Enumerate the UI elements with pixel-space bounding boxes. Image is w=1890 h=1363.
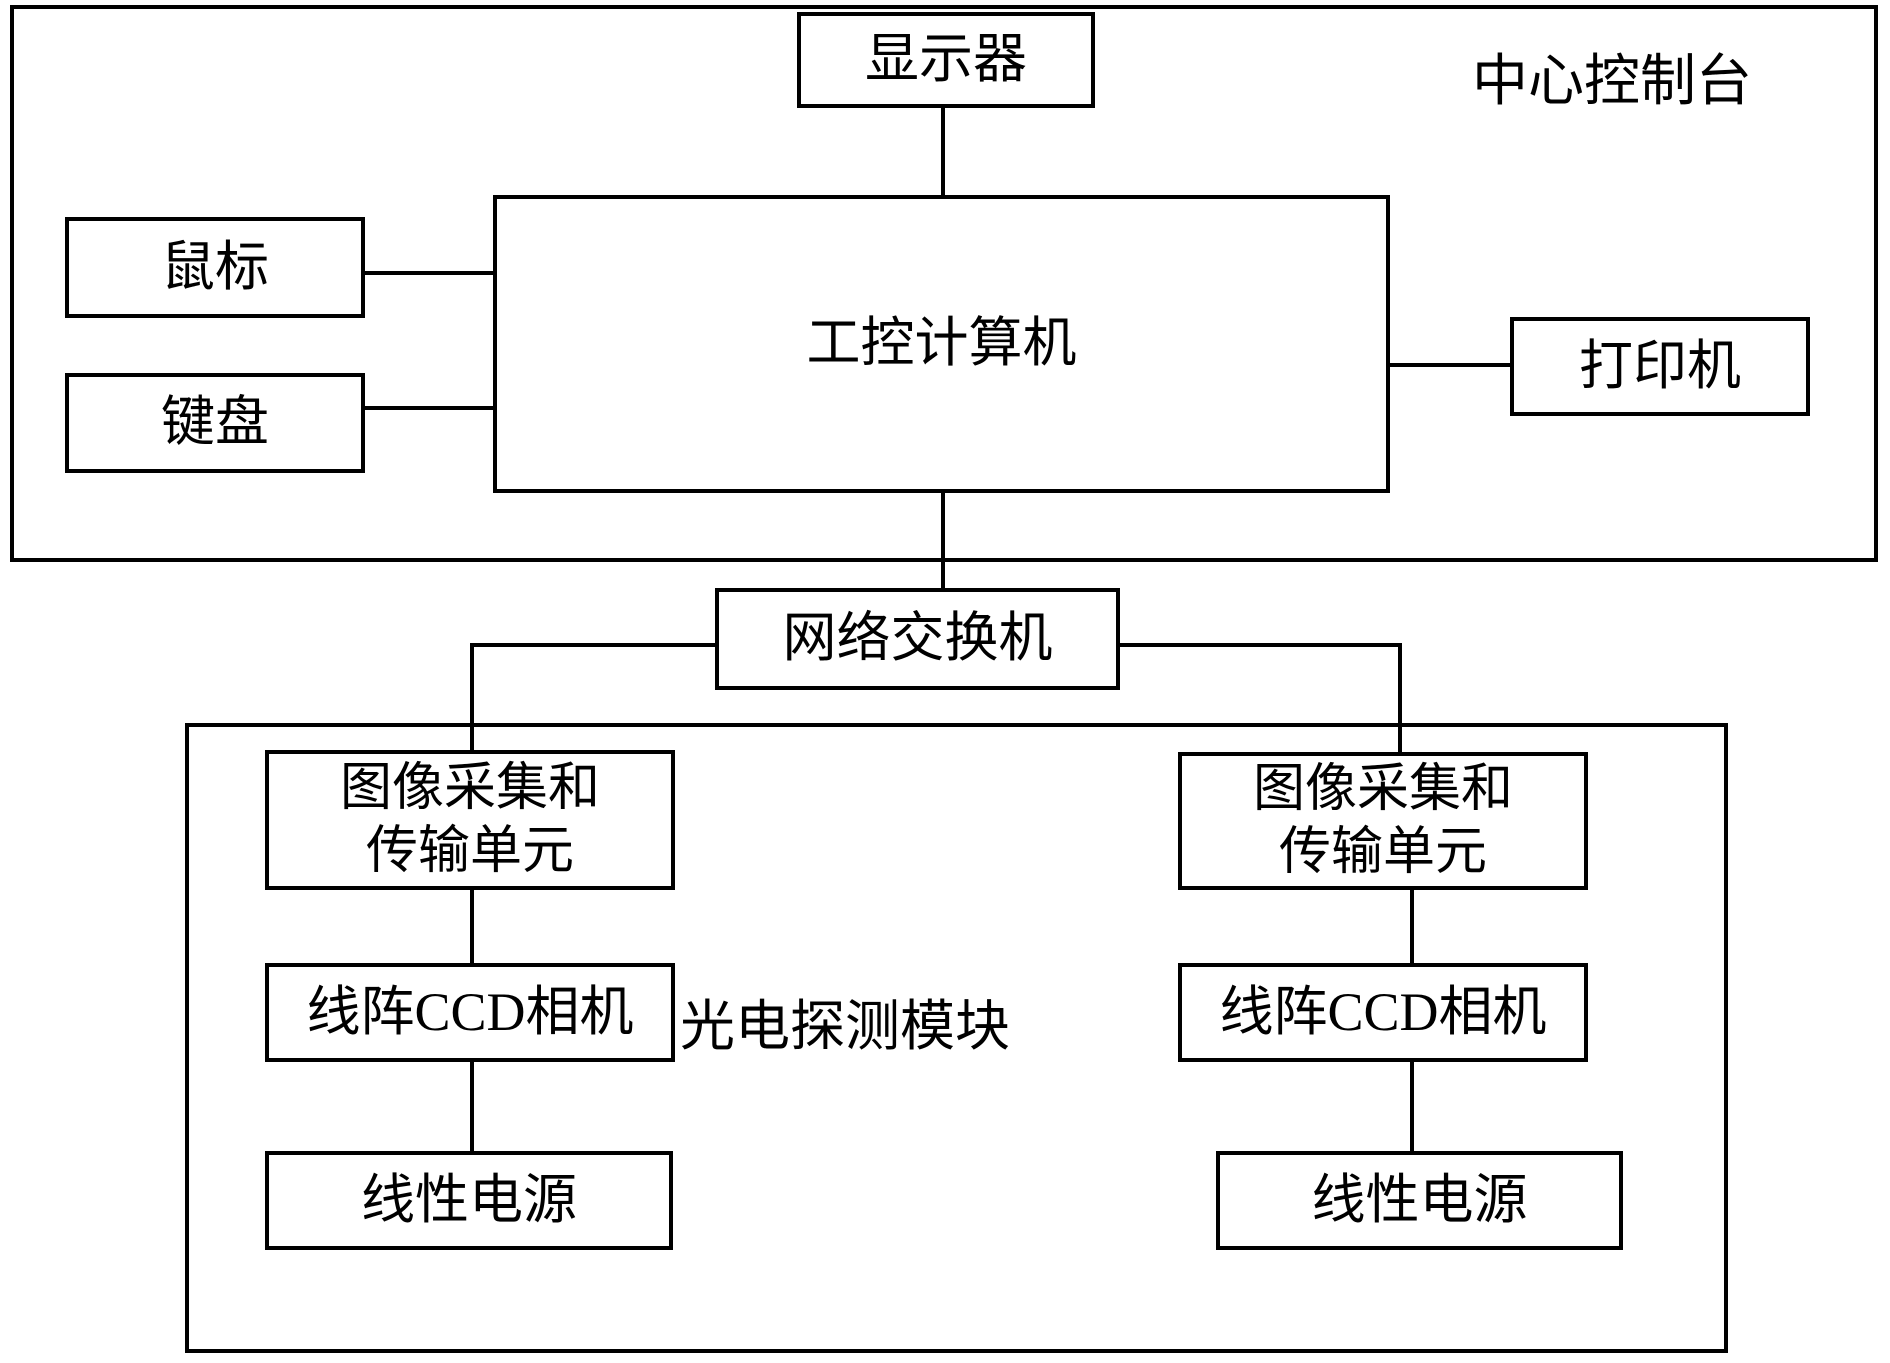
linear-power-left-box: 线性电源 bbox=[265, 1151, 673, 1250]
network-switch-box: 网络交换机 bbox=[715, 588, 1120, 690]
printer-box: 打印机 bbox=[1510, 317, 1810, 416]
industrial-computer-label: 工控计算机 bbox=[806, 313, 1077, 374]
connector-computer-switch bbox=[941, 493, 945, 588]
ccd-camera-right-box: 线阵CCD相机 bbox=[1178, 963, 1588, 1062]
ccd-camera-right-label: 线阵CCD相机 bbox=[1219, 981, 1547, 1042]
linear-power-right-label: 线性电源 bbox=[1311, 1169, 1528, 1230]
image-acquisition-unit-left-box: 图像采集和 传输单元 bbox=[265, 750, 675, 890]
mouse-box: 鼠标 bbox=[65, 217, 365, 318]
connector-ccd-power-left bbox=[470, 1062, 474, 1151]
connector-computer-printer bbox=[1390, 363, 1510, 367]
connector-ccd-power-right bbox=[1410, 1062, 1414, 1151]
detection-module-label: 光电探测模块 bbox=[679, 996, 1010, 1057]
connector-switch-left-horizontal bbox=[470, 643, 715, 647]
mouse-label: 鼠标 bbox=[161, 236, 269, 297]
display-box: 显示器 bbox=[797, 12, 1095, 108]
connector-switch-right-horizontal bbox=[1120, 643, 1402, 647]
printer-label: 打印机 bbox=[1579, 335, 1741, 396]
linear-power-right-box: 线性电源 bbox=[1216, 1151, 1623, 1250]
central-control-console-label: 中心控制台 bbox=[1472, 51, 1752, 113]
image-acquisition-unit-left-label: 图像采集和 传输单元 bbox=[339, 759, 600, 880]
connector-display-computer bbox=[941, 108, 945, 195]
ccd-camera-left-box: 线阵CCD相机 bbox=[265, 963, 675, 1062]
connector-keyboard-computer bbox=[365, 406, 493, 410]
industrial-computer-box: 工控计算机 bbox=[493, 195, 1390, 493]
ccd-camera-left-label: 线阵CCD相机 bbox=[306, 981, 634, 1042]
connector-unit-ccd-left bbox=[470, 890, 474, 963]
linear-power-left-label: 线性电源 bbox=[361, 1169, 577, 1230]
network-switch-label: 网络交换机 bbox=[782, 608, 1053, 669]
image-acquisition-unit-right-label: 图像采集和 传输单元 bbox=[1252, 760, 1513, 881]
image-acquisition-unit-right-box: 图像采集和 传输单元 bbox=[1178, 752, 1588, 890]
keyboard-label: 键盘 bbox=[161, 392, 269, 453]
display-label: 显示器 bbox=[865, 29, 1027, 90]
connector-switch-left-vertical bbox=[470, 643, 474, 750]
keyboard-box: 键盘 bbox=[65, 373, 365, 473]
connector-mouse-computer bbox=[365, 271, 493, 275]
connector-switch-right-vertical bbox=[1398, 643, 1402, 752]
connector-unit-ccd-right bbox=[1410, 890, 1414, 963]
